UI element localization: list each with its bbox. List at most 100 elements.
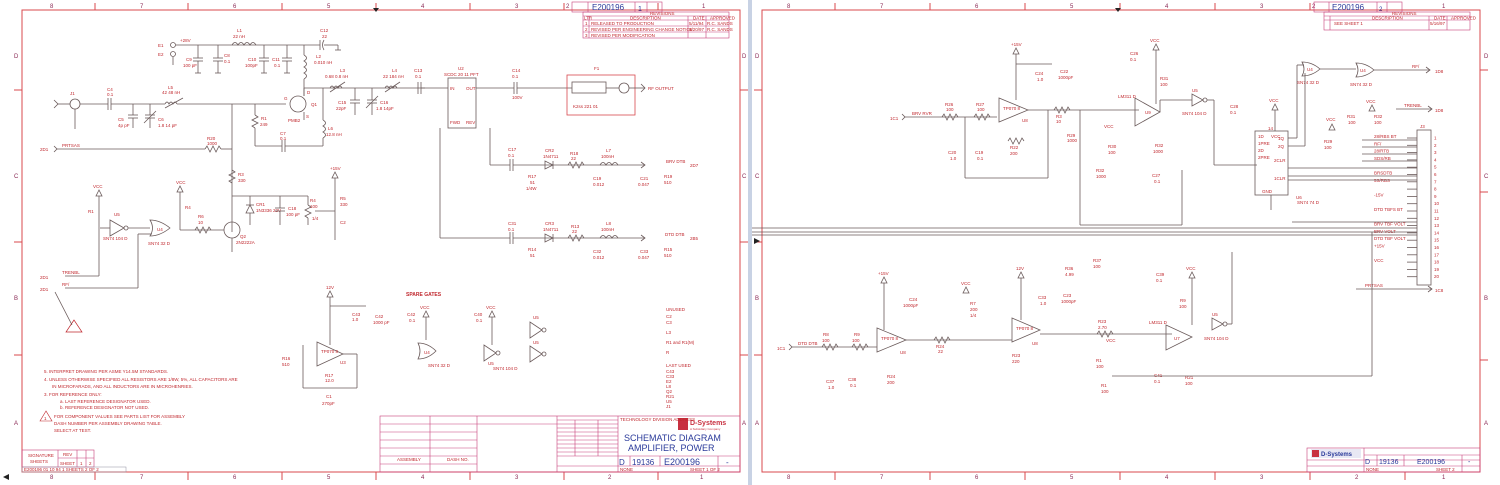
zone-7-bottom: 7 (880, 475, 884, 481)
brv-signal-chain: 1C1 BRV RVR R26 100 R27 100 C20 1.0 C19 … (890, 38, 1257, 225)
resistor-r20-icon (204, 145, 222, 153)
opamp-u8c-icon (1011, 317, 1042, 343)
r19-label: R19 (664, 174, 673, 179)
u8-label: U8 (1022, 118, 1028, 123)
j3-pin-row: 328/RTB (1374, 149, 1437, 156)
vcc-label: VCC (1269, 98, 1279, 103)
supply-arrow-icon (95, 189, 103, 197)
vcc-label: VCC (1104, 124, 1114, 129)
zone-6-bottom: 6 (975, 475, 979, 481)
r19-value: 510 (664, 180, 672, 185)
signal-dtd-dtb: DTD DTB (798, 341, 818, 346)
center-mark-icon (3, 474, 9, 480)
r34-value: 100 (1348, 120, 1356, 125)
connector-arrow-icon (788, 343, 793, 351)
c8-value: 0.1 (224, 59, 231, 64)
c8-label: C8 (224, 53, 230, 58)
r24-value: 200 (887, 380, 895, 385)
inductor-l8-icon (599, 235, 619, 239)
input-arrow-icon (53, 99, 59, 109)
resistor-r1-icon (251, 114, 259, 129)
q1-source: S (306, 114, 309, 119)
zone-4-bottom: 4 (421, 475, 425, 481)
u2-label: U2 (458, 66, 464, 71)
dwg-number-box-top: E200196 2 (1313, 1, 1403, 13)
c20-value: 1.0 (950, 156, 957, 161)
j3-pin-number: 19 (1434, 267, 1440, 272)
c17-label: C17 (508, 147, 517, 152)
c10-value: 100pF (245, 63, 258, 68)
j3-pin-signal: DTD TBFS BT (1374, 207, 1403, 212)
zone-2-bottom: 2 (1355, 475, 1359, 481)
signal-prtsas: PRTSAS (62, 143, 80, 148)
vcc-label: VCC (486, 305, 496, 310)
supply-arrow-icon (1017, 271, 1025, 279)
r28-value: 2.70 (1098, 325, 1107, 330)
c31-value: 0.1 (508, 227, 515, 232)
r18-label: R18 (570, 151, 579, 156)
supply-28v-label: +28V (180, 38, 191, 43)
supply-arrow-icon (1368, 104, 1376, 112)
c22-label: C22 (1060, 69, 1069, 74)
j3-pin-number: 10 (1434, 201, 1440, 206)
zone-d-right: D (742, 54, 747, 60)
zone-1-bottom: 1 (700, 475, 704, 481)
c41-label: C41 (1154, 373, 1163, 378)
inductor-l7-icon (599, 162, 619, 166)
r27-value: 100 (977, 107, 985, 112)
zone-5: 5 (327, 4, 331, 10)
c9-label: C9 (186, 57, 192, 62)
revision-row: 2 REVISED PER ENGINEERING CHANGE NOTICE … (585, 27, 733, 32)
u4b-part: SN74 32 D (1350, 82, 1373, 87)
r10-label: R1 (88, 209, 94, 214)
j3-pin-signal: RF/ (1374, 141, 1382, 146)
sheet-1: 1 (80, 461, 83, 466)
c19-value: 0.012 (593, 182, 605, 187)
connector-1c8-prtsas: 1C8 (1435, 288, 1444, 293)
c10-label: C10 (248, 57, 257, 62)
j3-pin-number: 2 (1434, 143, 1437, 148)
r21-value: 100 (1185, 381, 1193, 386)
supply-arrow-icon (1152, 43, 1160, 51)
last-used-item: Q2 (666, 389, 673, 394)
output-arrow-icon (1427, 105, 1433, 113)
unused-header: UNUSED (666, 307, 686, 312)
cr1-value: 1N3336 22V (256, 208, 281, 213)
note-flag-icon (65, 319, 83, 333)
c24b-value: 1000pF (903, 303, 919, 308)
diode-cr3-icon (544, 233, 554, 243)
connector-1c1-brv: 1C1 (890, 116, 899, 121)
c36-value: 1000pF (1061, 299, 1077, 304)
output-arrow-icon (640, 161, 646, 169)
zone-c-right: C (1484, 174, 1489, 180)
j3-pin-signal: BRV VOLT (1374, 229, 1396, 234)
cr2-value: 1N4711 (543, 154, 559, 159)
unused-item: L3 (666, 330, 672, 335)
r16-label: R16 (282, 356, 291, 361)
unused-item: C3 (666, 320, 672, 325)
j3-pin-row: 17 (1407, 252, 1440, 257)
l3-value: 0.68 0.8 nH (325, 74, 348, 79)
output-brv-dtb: BRV DTB (666, 159, 685, 164)
l7-label: L7 (606, 148, 612, 153)
sheet-rev: 1 (638, 6, 642, 13)
sheet-2-drawing: 8 7 6 5 4 3 2 1 8 7 6 5 4 3 2 1 D C B A … (752, 1, 1489, 481)
center-mark-icon (373, 8, 379, 12)
vcc-label: VCC (176, 180, 186, 185)
supply-arrow-icon (326, 290, 334, 298)
vcc-label: VCC (1366, 99, 1376, 104)
c28-label: C28 (1230, 104, 1239, 109)
revision-row: 3 REVISED PER MODIFICATION (585, 33, 655, 38)
used-on: DASH NO. (447, 457, 469, 462)
zone-b-right: B (1484, 296, 1488, 302)
title-dwg-number: E200196 (1417, 459, 1445, 466)
zone-d: D (14, 54, 19, 60)
inductor-l1-icon (231, 42, 257, 46)
connector-arrow-icon (53, 145, 58, 153)
sheet-2: 2 (89, 461, 92, 466)
j3-label: J3 (1420, 124, 1425, 129)
r14-label: R14 (528, 247, 537, 252)
connector-2d1-prtsas: 2D1 (40, 147, 49, 152)
